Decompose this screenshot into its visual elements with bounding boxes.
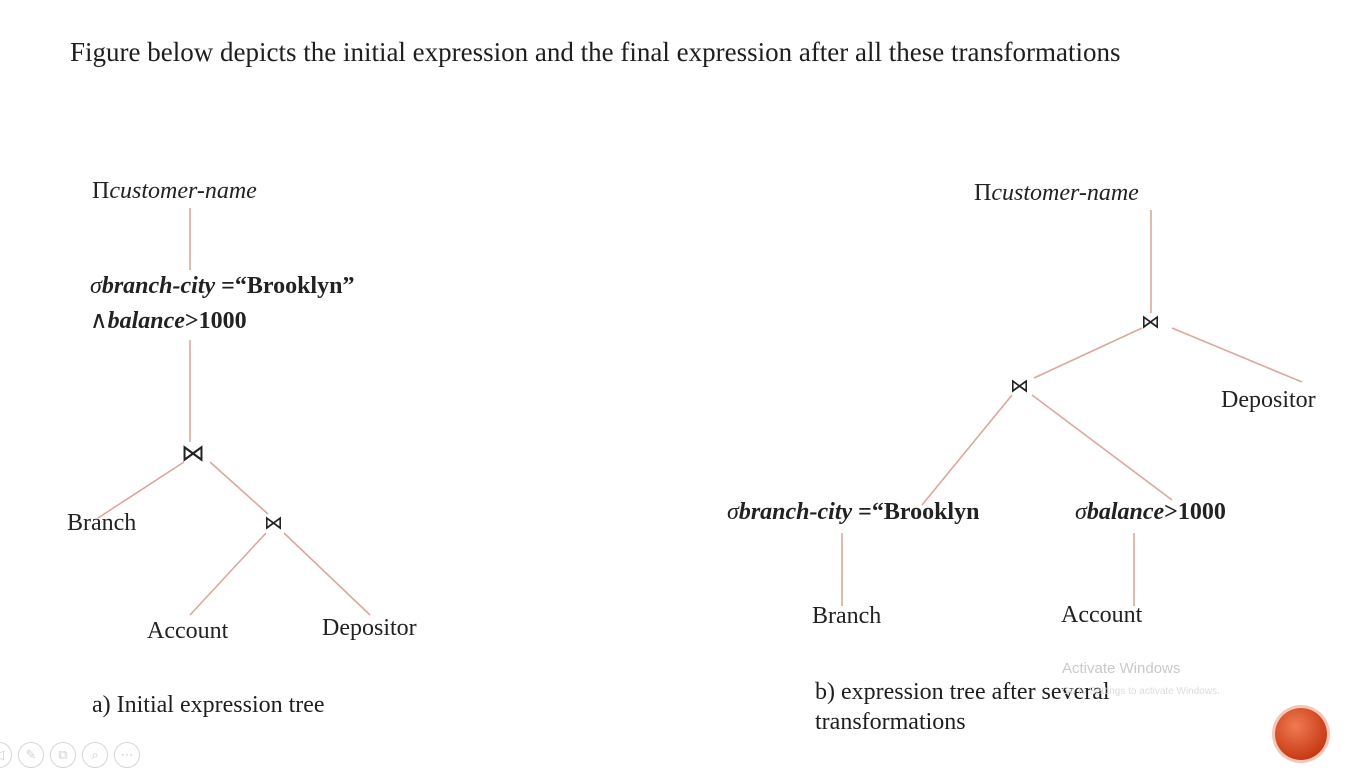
- pen-icon[interactable]: ✎: [18, 742, 44, 768]
- edge-a-join-branch: [97, 461, 185, 519]
- tree-a-selection-line1: σbranch-city =“Brooklyn”: [90, 273, 354, 300]
- edge-a-join-join2: [209, 461, 269, 515]
- edge-b-join2-selleft: [921, 394, 1013, 506]
- decorative-orb: [1275, 708, 1327, 760]
- tree-a-projection: Πcustomer-name: [92, 178, 257, 205]
- slides-icon[interactable]: ⧉: [50, 742, 76, 768]
- tree-b-leaf-account: Account: [1061, 602, 1143, 628]
- slideshow-controls: ◁ ✎ ⧉ ⌕ ⋯: [0, 742, 140, 768]
- projection-symbol: Π: [92, 178, 110, 204]
- edge-b-join-depositor: [1171, 327, 1303, 383]
- edge-b-join2-selright: [1031, 394, 1173, 501]
- selection-rest: =“Brooklyn: [852, 499, 980, 525]
- edge-b-join-join2: [1033, 327, 1143, 379]
- previous-slide-icon[interactable]: ◁: [0, 742, 12, 768]
- selection-rest: >1000: [1164, 499, 1226, 525]
- tree-a-leaf-account: Account: [147, 618, 229, 644]
- selection-symbol: σ: [727, 499, 739, 525]
- tree-a-leaf-branch: Branch: [67, 510, 137, 536]
- tree-a-leaf-depositor: Depositor: [322, 615, 417, 641]
- more-options-icon[interactable]: ⋯: [114, 742, 140, 768]
- tree-b-join-top: ⋈: [1141, 311, 1160, 333]
- selection-symbol: σ: [90, 273, 102, 299]
- selection-attr: branch-city: [738, 499, 853, 525]
- selection-attr: branch-city: [101, 273, 216, 299]
- tree-b-selection-left: σbranch-city =“Brooklyn: [727, 499, 979, 526]
- tree-a-caption: a) Initial expression tree: [92, 692, 325, 718]
- projection-attr: customer-name: [109, 178, 257, 204]
- selection-attr: balance: [1086, 499, 1165, 525]
- selection-rest: =“Brooklyn”: [215, 273, 355, 299]
- tree-b-caption-line1: b) expression tree after several: [815, 679, 1110, 705]
- tree-a-join-lower: ⋈: [264, 512, 283, 534]
- tree-b-leaf-depositor: Depositor: [1221, 387, 1316, 413]
- zoom-icon[interactable]: ⌕: [82, 742, 108, 768]
- tree-b-join-lower: ⋈: [1010, 375, 1029, 397]
- activate-windows-subtext: Go to Settings to activate Windows.: [1062, 686, 1220, 697]
- activate-windows-watermark: Activate Windows: [1062, 660, 1181, 677]
- tree-a-join-top: ⋈: [181, 439, 205, 467]
- projection-symbol: Π: [974, 180, 992, 206]
- projection-attr: customer-name: [991, 180, 1139, 206]
- and-symbol: ∧: [90, 308, 108, 334]
- selection-rest: >1000: [184, 308, 247, 334]
- tree-b-leaf-branch: Branch: [812, 603, 882, 629]
- edge-a-join2-account: [189, 532, 267, 616]
- tree-a-selection-line2: ∧balance>1000: [90, 306, 247, 335]
- slide-heading: Figure below depicts the initial express…: [70, 37, 1121, 67]
- edge-a-join2-depositor: [283, 532, 371, 616]
- tree-b-projection: Πcustomer-name: [974, 180, 1139, 207]
- tree-b-selection-right: σbalance>1000: [1075, 499, 1226, 526]
- tree-b-caption-line2: transformations: [815, 709, 966, 735]
- selection-attr: balance: [107, 308, 185, 334]
- selection-symbol: σ: [1075, 499, 1087, 525]
